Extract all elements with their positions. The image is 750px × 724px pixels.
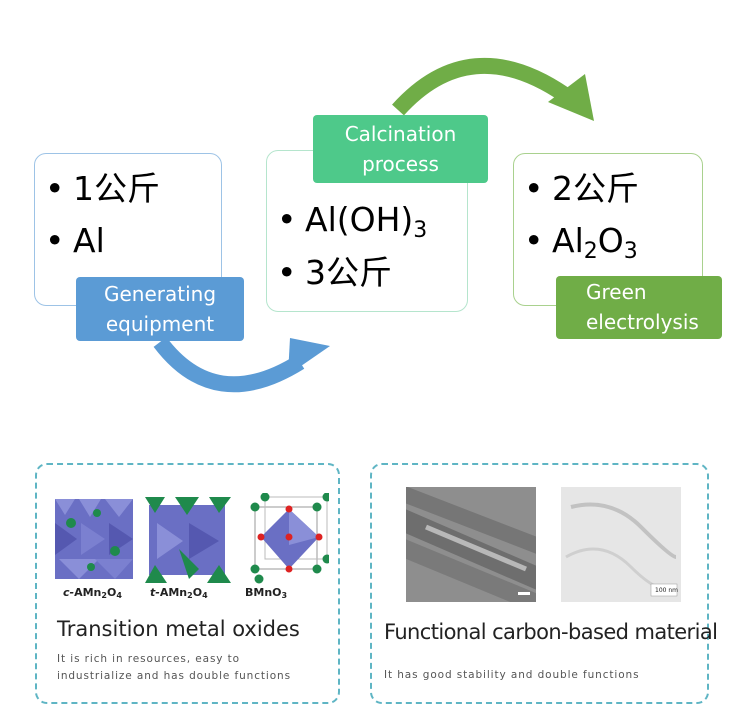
tem-image-graphene xyxy=(561,487,681,602)
spinel-cubic-icon xyxy=(55,499,133,579)
tem-image-nanotubes xyxy=(406,487,536,602)
arrow-head-blue xyxy=(288,338,330,375)
caption-t-amn2o4: t-AMn2O4 xyxy=(150,586,208,600)
carbon-description: It has good stability and double functio… xyxy=(384,669,640,681)
middle-material: •Al(OH)3 xyxy=(277,200,428,243)
oxides-panel: c-AMn2O4 t-AMn2O4 BMnO3 Transition metal… xyxy=(35,463,340,704)
label-calcination-process: Calcination process xyxy=(313,115,488,183)
output-material: •Al2O3 xyxy=(524,221,638,264)
arrow-head-green xyxy=(548,74,594,121)
label-green-electrolysis: Green electrolysis xyxy=(556,276,722,339)
label-generating-equipment: Generating equipment xyxy=(76,277,244,341)
input-amount: •1公斤 xyxy=(45,169,160,208)
carbon-panel: 100 nm Functional carbon-based material … xyxy=(370,463,718,704)
arrow-calcination-to-electrolysis xyxy=(392,57,570,116)
caption-c-amn2o4: c-AMn2O4 xyxy=(63,586,122,600)
scale-bar-label: 100 nm xyxy=(655,587,679,594)
spinel-tetragonal-icon xyxy=(145,497,231,583)
caption-bmno3: BMnO3 xyxy=(245,586,288,600)
perovskite-icon xyxy=(250,493,329,584)
arrow-equipment-to-calcination xyxy=(153,337,305,393)
crystal-structure-images xyxy=(55,493,329,584)
output-card: •2公斤 •Al2O3 xyxy=(513,153,703,306)
oxides-description: It is rich in resources, easy to industr… xyxy=(57,653,291,682)
oxides-title: Transition metal oxides xyxy=(57,617,300,641)
input-material: •Al xyxy=(45,221,105,260)
middle-amount: •3公斤 xyxy=(277,253,392,292)
carbon-title: Functional carbon-based material xyxy=(384,620,718,644)
output-amount: •2公斤 xyxy=(524,169,639,208)
